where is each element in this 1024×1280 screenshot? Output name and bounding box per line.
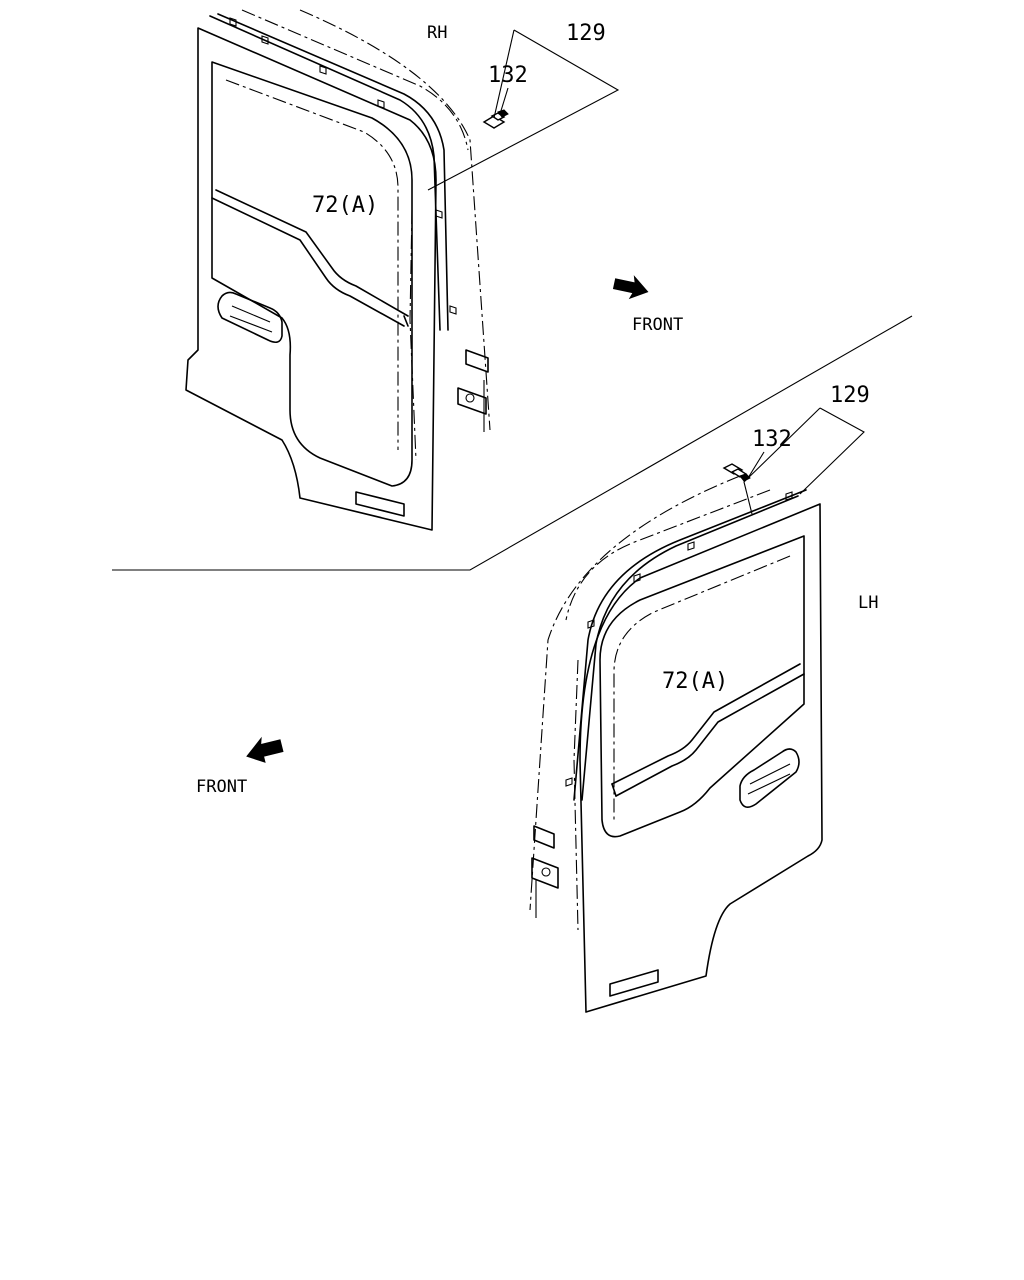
lh-door-view — [529, 407, 865, 1013]
rh-seal-129-inner — [217, 13, 449, 331]
lh-callout-129: 129 — [830, 383, 870, 408]
rh-roof-rail — [241, 9, 469, 151]
rh-reflector — [355, 491, 405, 517]
rh-door-panel — [185, 27, 437, 531]
lh-callout-132: 132 — [752, 427, 792, 452]
lh-reflector — [609, 969, 659, 997]
rh-hinge — [457, 349, 489, 432]
rh-seal-clips — [229, 17, 457, 315]
lh-roof-rail — [565, 489, 771, 621]
lh-pillar-2 — [573, 659, 579, 931]
rh-callout-132: 132 — [488, 63, 528, 88]
lh-inner-dash — [613, 555, 791, 820]
rh-window-frame — [211, 61, 413, 487]
view-separator-line — [112, 315, 913, 571]
lh-seal-clips — [565, 491, 793, 787]
lh-hinge — [531, 825, 559, 918]
lh-window-frame — [599, 535, 805, 838]
rh-callout-72a: 72(A) — [312, 193, 378, 218]
rh-door-handle-icon — [217, 291, 283, 344]
rh-callout-129: 129 — [566, 21, 606, 46]
lh-door-handle-icon — [739, 748, 800, 808]
rh-pillar — [299, 9, 491, 431]
rh-door-view — [185, 9, 620, 531]
rh-leader-132 — [499, 87, 509, 115]
lh-trim-72a — [611, 663, 801, 785]
rh-front-label: FRONT — [632, 315, 683, 335]
lh-side-label: LH — [858, 593, 878, 613]
rh-inner-dash — [225, 79, 399, 450]
rh-clip-132-icon — [482, 109, 509, 129]
lh-clip-132-icon — [722, 463, 751, 482]
lh-pillar — [529, 475, 741, 911]
lh-leader-129 — [799, 407, 865, 495]
rh-leader-129 — [427, 29, 620, 191]
lh-front-arrow-icon — [246, 736, 284, 763]
rh-pillar-2 — [409, 209, 417, 461]
rh-seal-129 — [209, 15, 441, 331]
lh-leader-132 — [747, 451, 765, 479]
lh-front-label: FRONT — [196, 777, 247, 797]
lh-callout-72a: 72(A) — [662, 669, 728, 694]
rh-side-label: RH — [427, 23, 447, 43]
lh-seal-129 — [573, 489, 807, 801]
rh-trim-72a — [215, 189, 409, 317]
lh-door-panel — [579, 503, 823, 1013]
rh-front-arrow-icon — [612, 275, 649, 300]
